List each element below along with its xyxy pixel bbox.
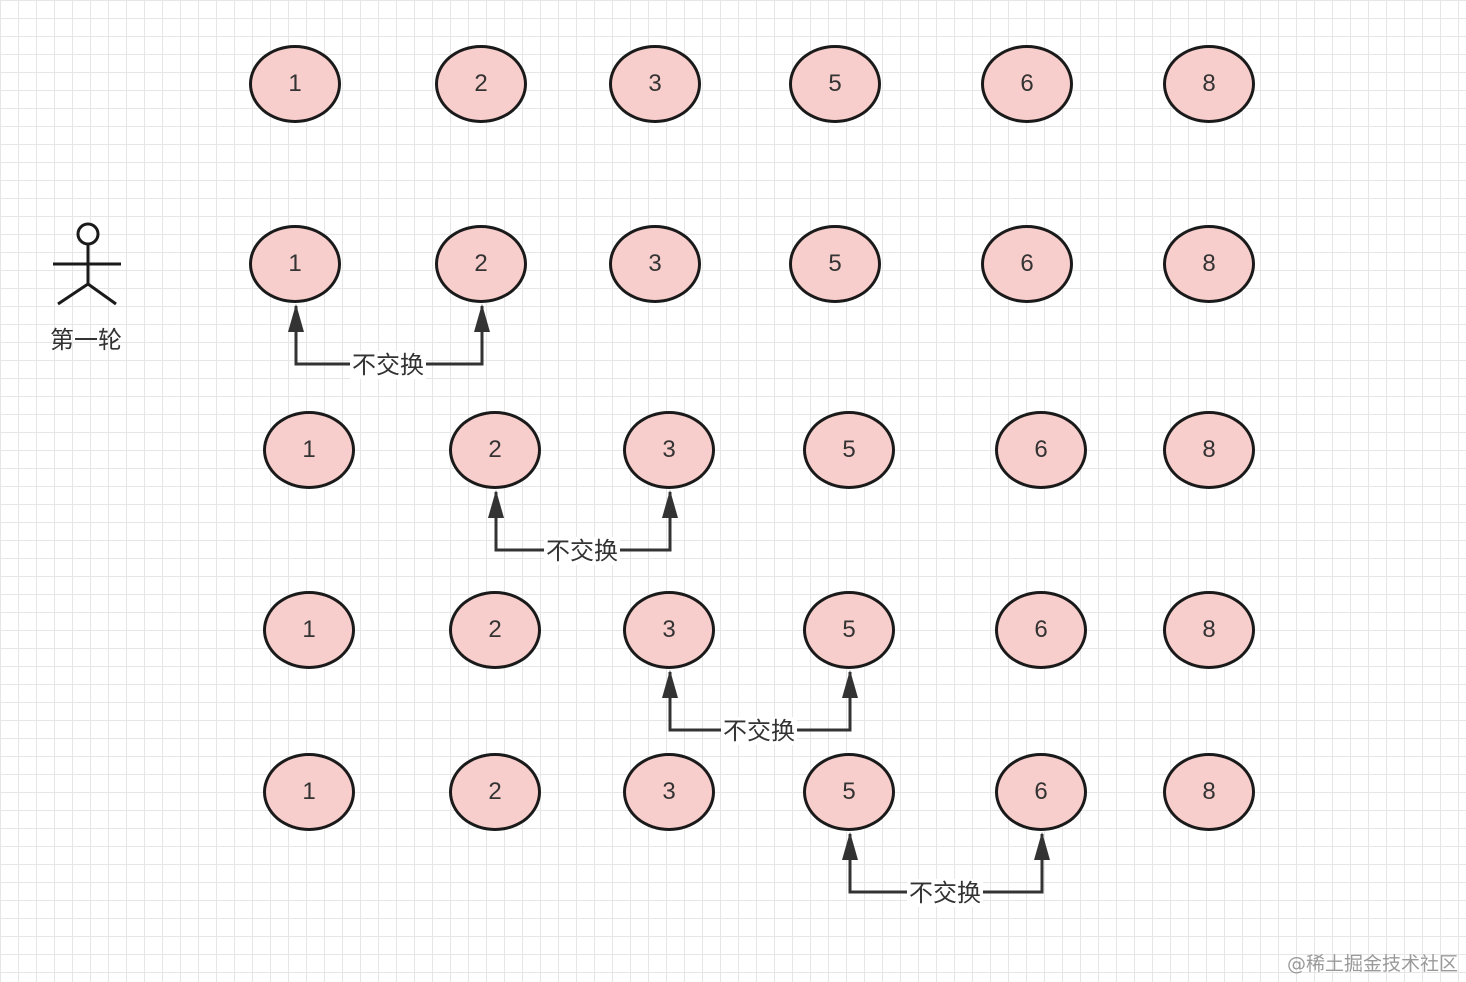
node-r3-c0: 1 xyxy=(263,591,355,669)
actor: 第一轮 xyxy=(44,218,128,358)
node-r2-c0: 1 xyxy=(263,411,355,489)
comparison-label-4: 不交换 xyxy=(907,879,983,907)
node-r1-c4: 6 xyxy=(981,225,1073,303)
node-r2-c3: 5 xyxy=(803,411,895,489)
node-r4-c5: 8 xyxy=(1163,753,1255,831)
node-r0-c1: 2 xyxy=(435,45,527,123)
node-r4-c1: 2 xyxy=(449,753,541,831)
node-r0-c2: 3 xyxy=(609,45,701,123)
node-r3-c5: 8 xyxy=(1163,591,1255,669)
node-r4-c3: 5 xyxy=(803,753,895,831)
node-r0-c0: 1 xyxy=(249,45,341,123)
node-r1-c2: 3 xyxy=(609,225,701,303)
node-r1-c5: 8 xyxy=(1163,225,1255,303)
node-r0-c4: 6 xyxy=(981,45,1073,123)
node-r4-c0: 1 xyxy=(263,753,355,831)
node-r3-c1: 2 xyxy=(449,591,541,669)
actor-label: 第一轮 xyxy=(50,326,122,354)
node-r1-c1: 2 xyxy=(435,225,527,303)
node-r2-c4: 6 xyxy=(995,411,1087,489)
comparison-label-1: 不交换 xyxy=(350,351,426,379)
comparison-label-2: 不交换 xyxy=(544,537,620,565)
node-r2-c5: 8 xyxy=(1163,411,1255,489)
node-r0-c3: 5 xyxy=(789,45,881,123)
watermark: @稀土掘金技术社区 xyxy=(1286,953,1458,975)
node-r3-c4: 6 xyxy=(995,591,1087,669)
node-r3-c3: 5 xyxy=(803,591,895,669)
node-r2-c1: 2 xyxy=(449,411,541,489)
node-r1-c0: 1 xyxy=(249,225,341,303)
node-r3-c2: 3 xyxy=(623,591,715,669)
node-r0-c5: 8 xyxy=(1163,45,1255,123)
node-r4-c4: 6 xyxy=(995,753,1087,831)
node-r2-c2: 3 xyxy=(623,411,715,489)
node-r1-c3: 5 xyxy=(789,225,881,303)
comparison-label-3: 不交换 xyxy=(721,717,797,745)
stick-figure-icon xyxy=(53,222,121,306)
node-r4-c2: 3 xyxy=(623,753,715,831)
